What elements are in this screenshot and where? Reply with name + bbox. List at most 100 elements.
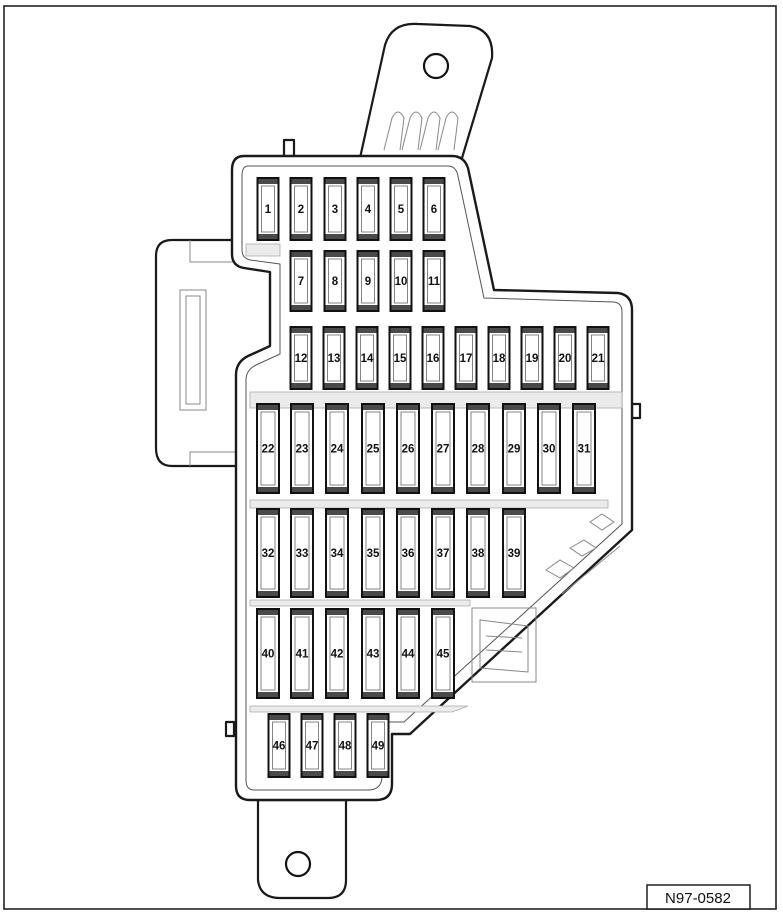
fuse-number-label: 19	[526, 353, 539, 365]
reference-code-box	[646, 884, 751, 910]
fuse-39: 39	[502, 508, 526, 598]
fuse-number-label: 14	[361, 353, 374, 365]
fuse-number-label: 15	[394, 353, 407, 365]
fuse-number-label: 32	[262, 548, 275, 560]
fuse-number-label: 5	[398, 204, 405, 216]
fuse-3: 3	[323, 177, 347, 241]
fuse-44: 44	[396, 608, 420, 699]
fuse-number-label: 46	[273, 741, 286, 753]
fuse-25: 25	[361, 403, 385, 494]
embossed-marking	[471, 607, 537, 683]
fuse-number-label: 42	[331, 649, 344, 661]
fuse-number-label: 43	[367, 649, 380, 661]
fuse-number-label: 7	[298, 276, 304, 288]
fuse-number-label: 21	[592, 353, 605, 365]
fuse-number-label: 36	[402, 548, 415, 560]
fuse-42: 42	[325, 608, 349, 699]
fuse-45: 45	[431, 608, 455, 699]
fuse-number-label: 24	[331, 444, 344, 456]
fuse-6: 6	[422, 177, 446, 241]
fuse-28: 28	[466, 403, 490, 494]
fuse-number-label: 18	[493, 353, 506, 365]
fuse-35: 35	[361, 508, 385, 598]
fuse-number-label: 33	[296, 548, 309, 560]
fuse-18: 18	[487, 326, 511, 390]
fuse-number-label: 48	[339, 741, 352, 753]
fuse-number-label: 1	[265, 204, 272, 216]
fuse-number-label: 49	[372, 741, 385, 753]
bracket-ribs	[383, 111, 459, 151]
fuse-34: 34	[325, 508, 349, 598]
fuse-30: 30	[537, 403, 561, 494]
fuse-10: 10	[389, 250, 413, 312]
fuse-number-label: 4	[365, 204, 372, 216]
fuse-number-label: 8	[332, 276, 339, 288]
fuse-number-label: 39	[508, 548, 521, 560]
fuse-9: 9	[356, 250, 380, 312]
fuse-27: 27	[431, 403, 455, 494]
fuse-22: 22	[256, 403, 280, 494]
fuse-number-label: 44	[402, 649, 415, 661]
fuse-48: 48	[333, 713, 357, 778]
fuse-number-label: 29	[508, 444, 521, 456]
fuse-number-label: 47	[306, 741, 319, 753]
fuse-13: 13	[322, 326, 346, 390]
fuse-number-label: 35	[367, 548, 380, 560]
fuse-38: 38	[466, 508, 490, 598]
fuse-number-label: 2	[298, 204, 304, 216]
fuse-21: 21	[586, 326, 610, 390]
fuse-number-label: 41	[296, 649, 309, 661]
fuse-12: 12	[289, 326, 313, 390]
fuse-number-label: 30	[543, 444, 556, 456]
fuse-number-label: 11	[428, 276, 441, 288]
reference-code: N97-0582	[665, 890, 731, 907]
fuse-7: 7	[289, 250, 313, 312]
fuse-33: 33	[290, 508, 314, 598]
fuse-40: 40	[256, 608, 280, 699]
fuse-number-label: 12	[295, 353, 308, 365]
fuse-2: 2	[289, 177, 313, 241]
fuse-14: 14	[355, 326, 379, 390]
fuse-41: 41	[290, 608, 314, 699]
fuse-number-label: 6	[431, 204, 437, 216]
fuse-number-label: 9	[365, 276, 371, 288]
fuse-37: 37	[431, 508, 455, 598]
fuse-47: 47	[300, 713, 324, 778]
fuse-number-label: 16	[427, 353, 440, 365]
fuse-5: 5	[389, 177, 413, 241]
fuse-31: 31	[572, 403, 596, 494]
side-stud-left	[224, 720, 236, 738]
fuse-36: 36	[396, 508, 420, 598]
top-mounting-bracket	[358, 22, 494, 160]
fuse-29: 29	[502, 403, 526, 494]
fuse-number-label: 3	[332, 204, 338, 216]
fuse-number-label: 38	[472, 548, 485, 560]
fuse-11: 11	[422, 250, 446, 312]
fuse-number-label: 17	[460, 353, 473, 365]
fuse-number-label: 34	[331, 548, 344, 560]
fuse-20: 20	[553, 326, 577, 390]
left-clip	[154, 238, 240, 468]
fuse-number-label: 27	[437, 444, 450, 456]
fuse-32: 32	[256, 508, 280, 598]
fuse-43: 43	[361, 608, 385, 699]
fuse-15: 15	[388, 326, 412, 390]
fuse-number-label: 10	[395, 276, 408, 288]
embossed-symbols	[545, 513, 621, 595]
fuse-number-label: 45	[437, 649, 450, 661]
fuse-24: 24	[325, 403, 349, 494]
fuse-4: 4	[356, 177, 380, 241]
fuse-46: 46	[267, 713, 291, 778]
fuse-number-label: 13	[328, 353, 341, 365]
fuse-number-label: 23	[296, 444, 309, 456]
bottom-mounting-bracket	[256, 798, 348, 900]
fuse-number-label: 37	[437, 548, 450, 560]
fuse-19: 19	[520, 326, 544, 390]
fuse-16: 16	[421, 326, 445, 390]
fuse-number-label: 28	[472, 444, 485, 456]
fuse-number-label: 25	[367, 444, 380, 456]
page-frame	[3, 5, 777, 910]
fuse-17: 17	[454, 326, 478, 390]
